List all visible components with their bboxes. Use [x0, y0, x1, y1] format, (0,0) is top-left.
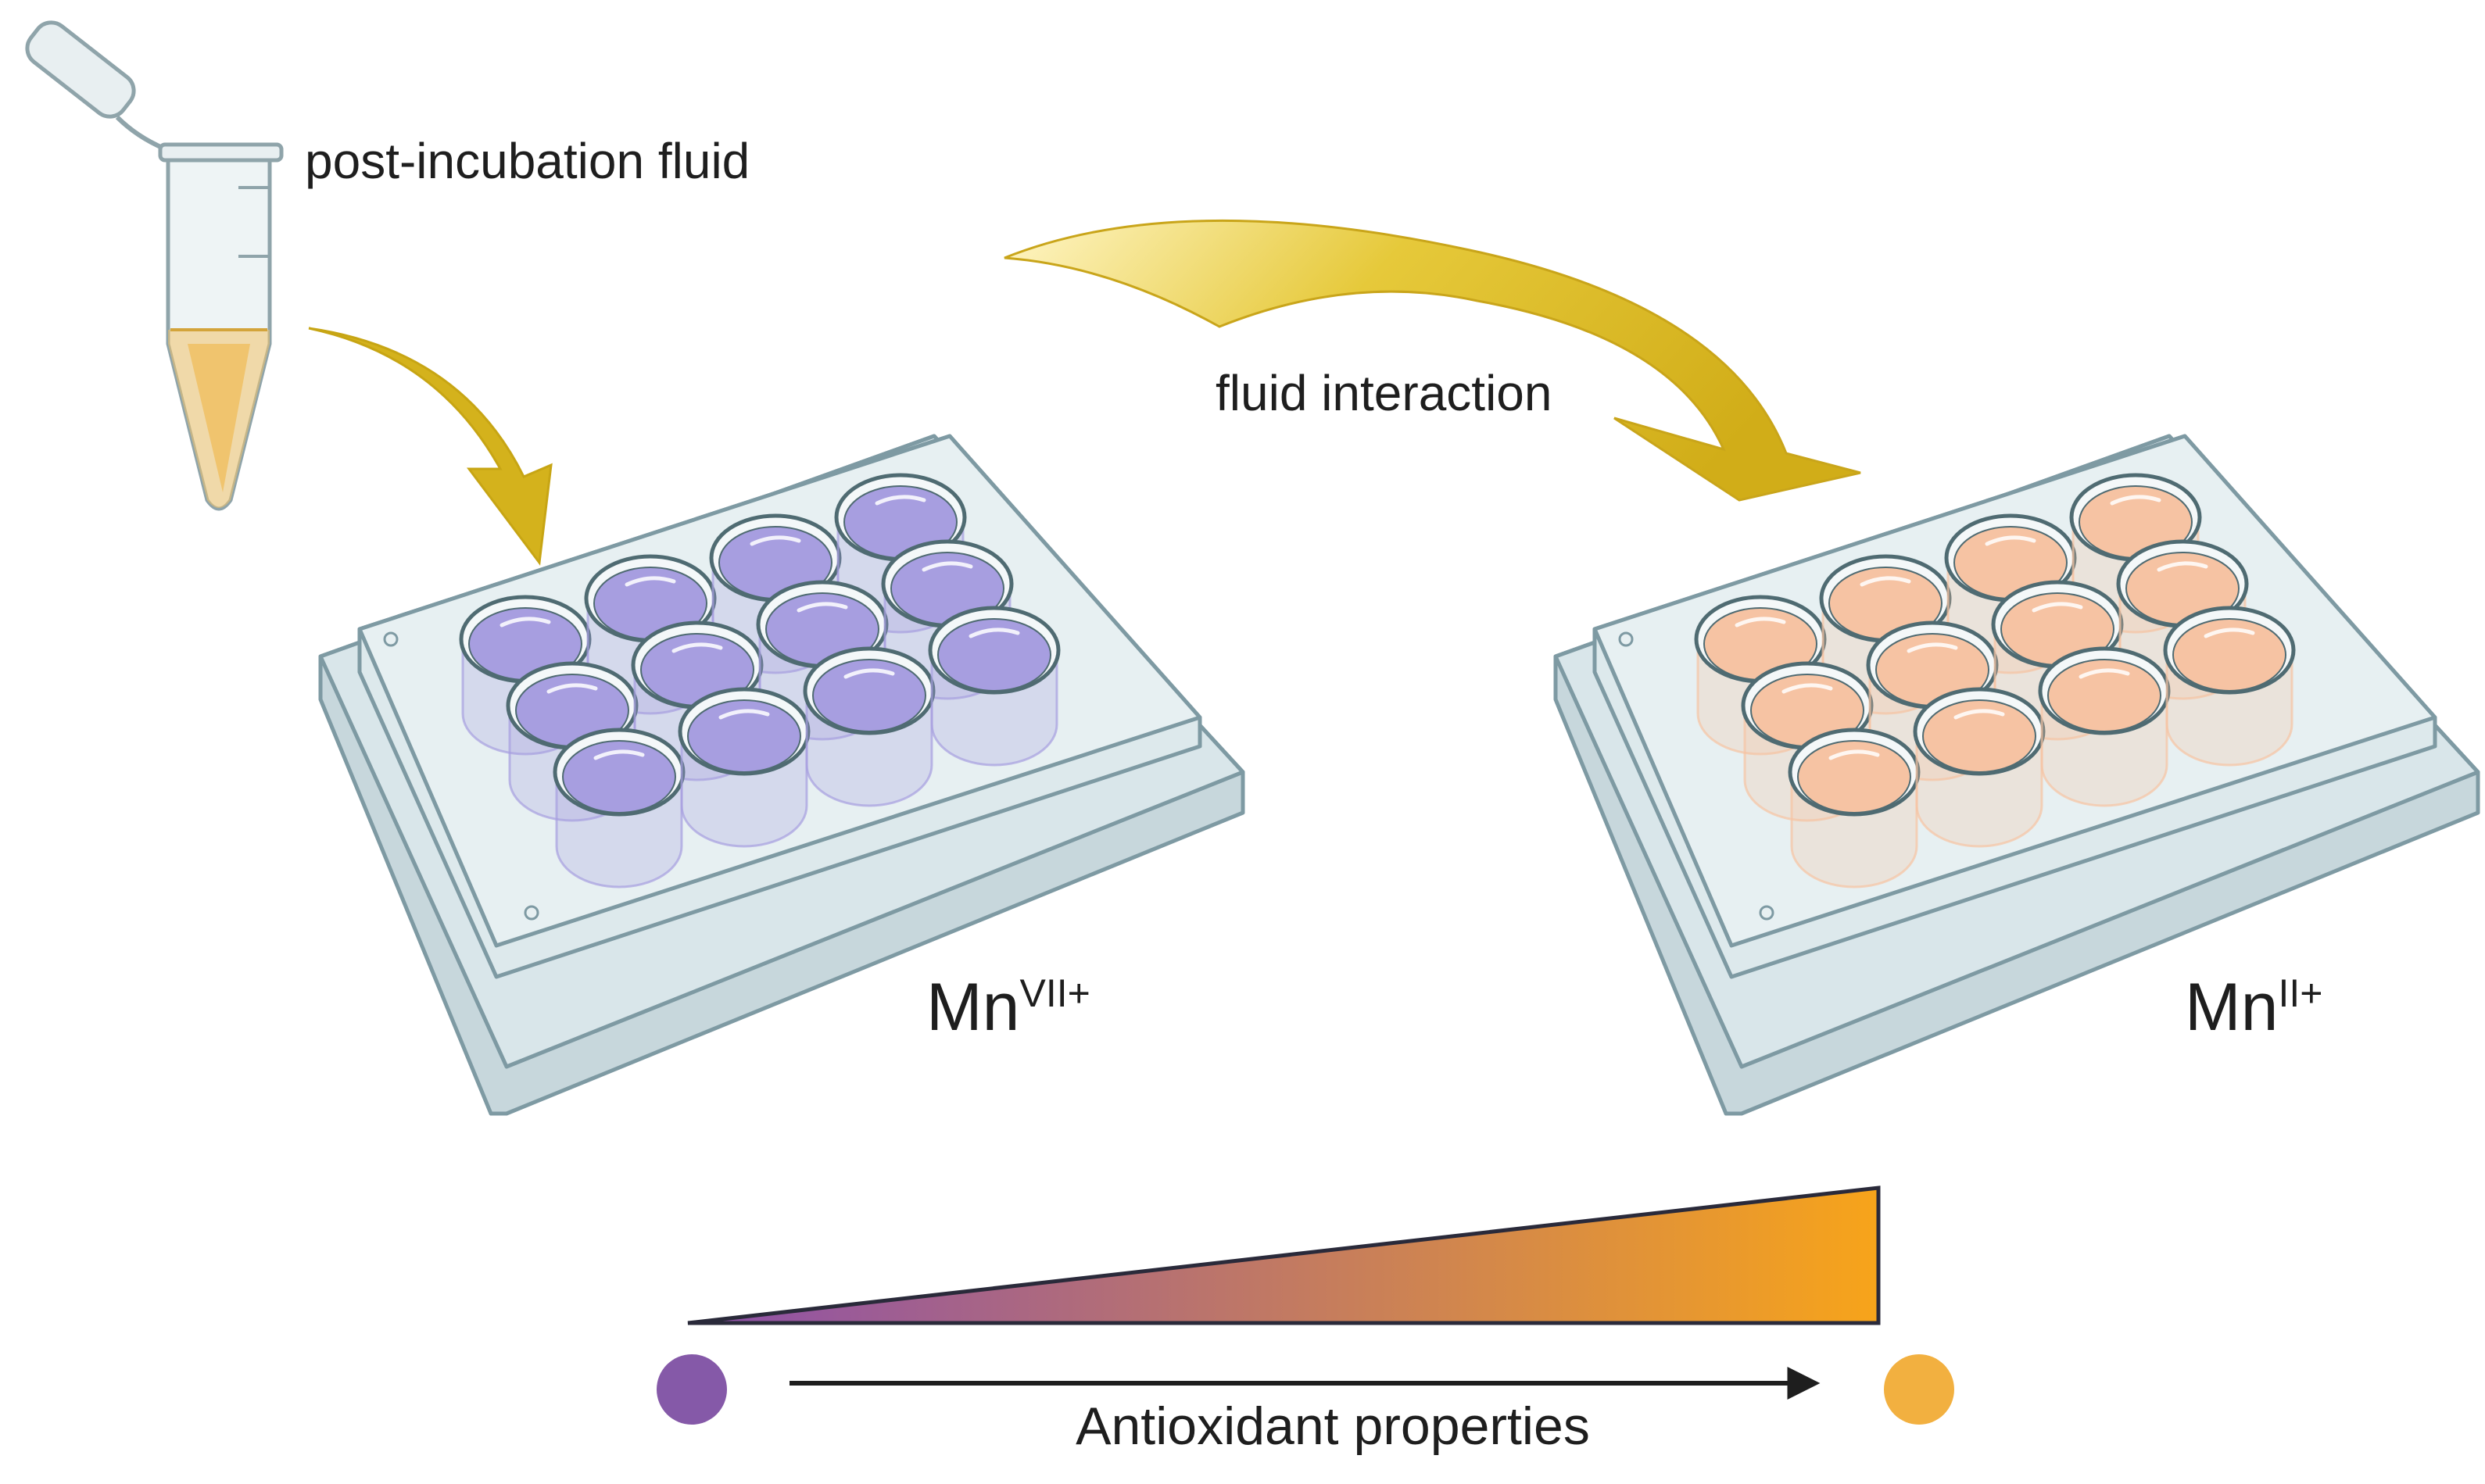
start-color-dot — [657, 1354, 727, 1425]
well — [928, 606, 1061, 767]
tube-label: post-incubation fluid — [305, 133, 750, 189]
left-plate-label: MnVII+ — [926, 970, 1090, 1045]
well — [1913, 687, 2046, 848]
well — [803, 646, 936, 807]
well — [553, 728, 686, 889]
right-plate-label: MnII+ — [2185, 970, 2322, 1045]
well — [678, 687, 811, 848]
well — [1694, 595, 1827, 756]
well — [2163, 606, 2296, 767]
well — [1788, 728, 1921, 889]
gradient-wedge — [687, 1185, 1881, 1325]
well — [2038, 646, 2171, 807]
curved-arrow-icon — [308, 327, 553, 566]
axis-label: Antioxidant properties — [1076, 1396, 1590, 1456]
well-plate-icon — [1553, 434, 2480, 1116]
well-plate-icon — [318, 434, 1245, 1116]
microcentrifuge-tube-icon — [25, 20, 284, 511]
curved-arrow-icon — [1004, 219, 1861, 502]
interaction-label: fluid interaction — [1216, 365, 1552, 421]
end-color-dot — [1884, 1354, 1954, 1425]
